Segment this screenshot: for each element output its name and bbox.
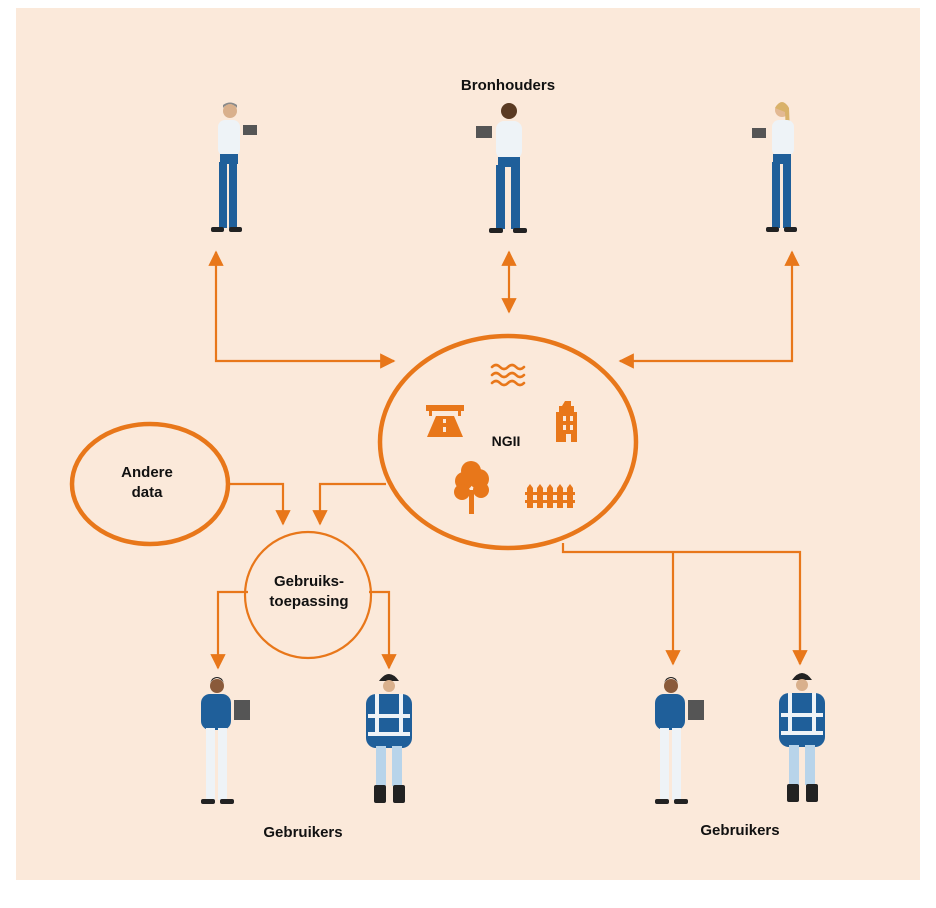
- gebruikstoepassing-label-line2: toepassing: [269, 593, 348, 610]
- tree-icon: [454, 461, 489, 514]
- arrow-ngii-to-users-right: [561, 543, 802, 664]
- gebruikers-left-label: Gebruikers: [263, 824, 342, 841]
- gebruikstoepassing-ellipse: [243, 530, 373, 660]
- bronhouders-label: Bronhouders: [461, 77, 555, 94]
- arrow-toepassing-to-user-1: [210, 590, 248, 670]
- person-gebruiker-laptop-right: [655, 677, 704, 804]
- person-gebruiker-worker-right: [779, 673, 825, 802]
- waves-icon: [490, 363, 526, 387]
- arrow-ngii-to-toepassing: [312, 482, 386, 526]
- arrow-bronhouder-right-ngii: [618, 250, 800, 369]
- andere-data-ellipse: [69, 421, 231, 547]
- person-gebruiker-laptop-left: [201, 677, 250, 804]
- arrow-bronhouder-left-ngii: [208, 250, 396, 369]
- person-gebruiker-worker-left: [366, 674, 412, 803]
- connectors: [208, 250, 808, 670]
- building-icon: [556, 401, 577, 442]
- gebruikstoepassing-label-line1: Gebruiks-: [274, 573, 344, 590]
- arrow-andere-to-toepassing: [228, 482, 291, 526]
- andere-data-label-line1: Andere: [121, 464, 173, 481]
- arrow-toepassing-to-user-2: [369, 590, 397, 670]
- person-bronhouder-left: [211, 102, 257, 232]
- ngii-label: NGII: [492, 433, 521, 449]
- person-bronhouder-right: [752, 102, 797, 232]
- andere-data-label-line2: data: [132, 484, 164, 501]
- person-bronhouder-center: [476, 103, 527, 233]
- gebruikers-right-label: Gebruikers: [700, 822, 779, 839]
- diagram-background: [16, 8, 920, 880]
- fence-icon: [525, 484, 575, 508]
- road-icon: [426, 405, 464, 437]
- ngii-ellipse: [377, 333, 639, 551]
